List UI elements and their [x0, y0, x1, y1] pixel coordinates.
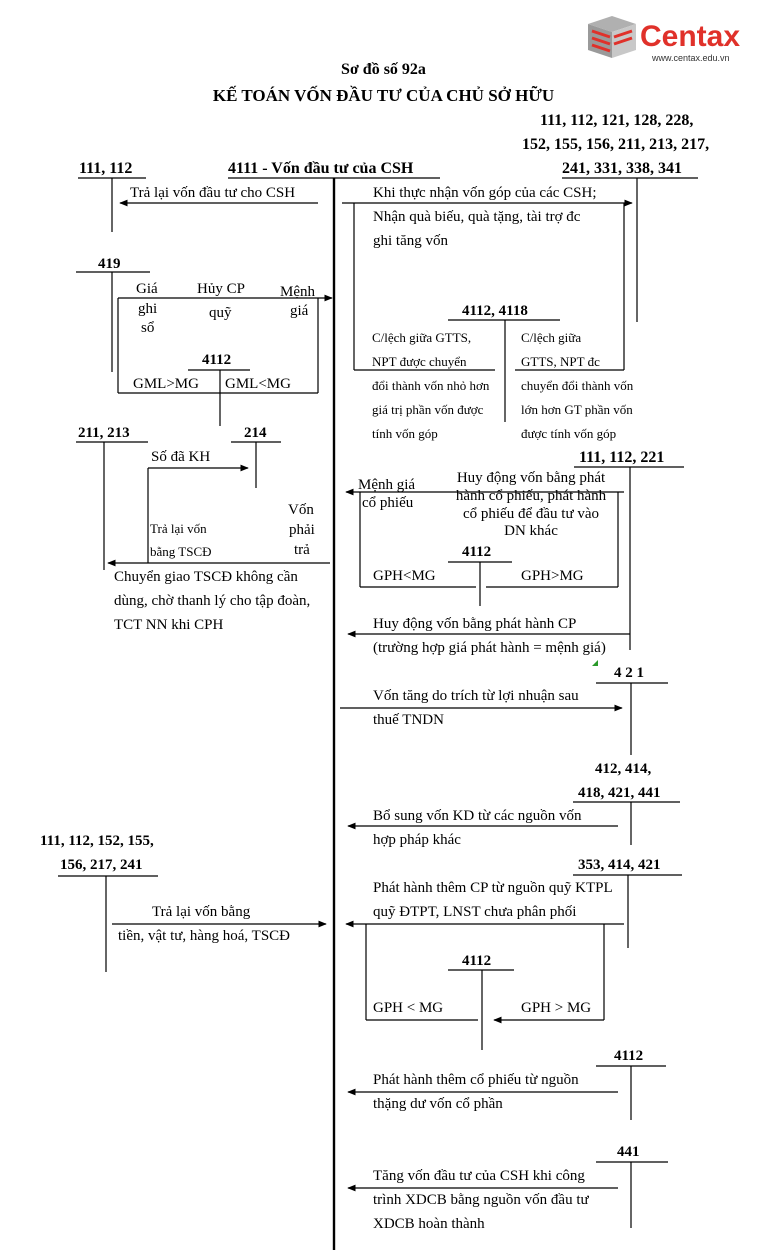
label-thang-du-2: thặng dư vốn cổ phần: [373, 1096, 503, 1112]
label-clech-b-5: được tính vốn góp: [521, 426, 617, 441]
label-bo-sung-2: hợp pháp khác: [373, 832, 461, 848]
label-clech-b-1: C/lệch giữa: [521, 330, 582, 345]
cell-marker-icon: [592, 660, 598, 666]
label-clech-b-4: lớn hơn GT phần vốn: [521, 402, 633, 417]
label-von-phai-tra-2: phải: [289, 522, 315, 538]
label-gph-lt-mg: GPH<MG: [373, 568, 436, 584]
label-gph-lt-mg2: GPH < MG: [373, 1000, 444, 1016]
label-thang-du-1: Phát hành thêm cổ phiếu từ nguồn: [373, 1072, 579, 1088]
account-111-112-221: 111, 112, 221: [579, 449, 665, 466]
account-left-big-line2: 156, 217, 241: [60, 857, 143, 873]
logo-url: www.centax.edu.vn: [652, 53, 730, 63]
label-clech-a-5: tính vốn góp: [372, 426, 438, 441]
label-tra-lai-von: Trả lại vốn đầu tư cho CSH: [130, 185, 296, 201]
label-clech-a-2: NPT được chuyển: [372, 354, 467, 369]
label-huy-dong-dn-1: Huy động vốn bằng phát: [456, 470, 606, 486]
label-chuyen-giao-1: Chuyển giao TSCĐ không cần: [114, 569, 298, 585]
label-gia: Giá: [136, 281, 158, 297]
label-so: sổ: [141, 320, 155, 336]
diagram-title: KẾ TOÁN VỐN ĐẦU TƯ CỦA CHỦ SỞ HỮU: [212, 86, 555, 105]
centax-logo-icon: [588, 16, 636, 58]
account-412-414-line2: 418, 421, 441: [578, 785, 661, 801]
account-412-414-line1: 412, 414,: [595, 761, 652, 777]
label-huy-cp: Hủy CP: [197, 281, 245, 297]
label-chuyen-giao-2: dùng, chờ thanh lý cho tập đoàn,: [114, 593, 311, 609]
label-von-tang-1: Vốn tăng do trích từ lợi nhuận sau: [373, 688, 579, 704]
account-4111: 4111 - Vốn đầu tư của CSH: [228, 160, 414, 177]
label-tra-lai-tscd-2: bằng TSCĐ: [150, 544, 212, 559]
label-gph-gt-mg: GPH>MG: [521, 568, 584, 584]
account-4112-a: 4112: [202, 352, 232, 368]
label-clech-a-4: giá trị phần vốn được: [372, 402, 484, 417]
account-419: 419: [98, 256, 121, 272]
account-4112-4118: 4112, 4118: [462, 303, 528, 319]
account-left-big-line1: 111, 112, 152, 155,: [40, 833, 154, 849]
label-xdcb-2: trình XDCB bằng nguồn vốn đầu tư: [373, 1192, 589, 1208]
account-4112-c: 4112: [462, 953, 492, 969]
account-top-right-1: 111, 112, 121, 128, 228,: [540, 112, 694, 129]
label-phat-hanh-quy-1: Phát hành thêm CP từ nguồn quỹ KTPL: [373, 880, 613, 896]
account-4112-d: 4112: [614, 1048, 644, 1064]
label-xdcb-3: XDCB hoàn thành: [373, 1216, 485, 1232]
account-421: 4 2 1: [614, 665, 644, 681]
label-huy-dong-cp-1: Huy động vốn bằng phát hành CP: [373, 616, 577, 632]
label-gml-lt-mg: GML<MG: [225, 376, 291, 392]
account-4112-b: 4112: [462, 544, 492, 560]
label-huy-dong-dn-2: hành cổ phiếu, phát hành: [455, 488, 607, 504]
label-clech-a-1: C/lệch giữa GTTS,: [372, 330, 472, 345]
account-111-112: 111, 112: [79, 160, 133, 177]
account-top-right-3: 241, 331, 338, 341: [562, 160, 682, 177]
account-top-right-2: 152, 155, 156, 211, 213, 217,: [522, 136, 710, 153]
label-gph-gt-mg2: GPH > MG: [521, 1000, 592, 1016]
label-khi-thuc-nhan-3: ghi tăng vốn: [373, 233, 448, 249]
label-so-da-kh: Số đã KH: [151, 449, 211, 465]
label-tra-lai-bang-1: Trả lại vốn bằng: [152, 904, 251, 920]
label-von-tang-2: thuế TNDN: [373, 712, 444, 728]
label-gml-gt-mg: GML>MG: [133, 376, 199, 392]
label-tra-lai-tscd-1: Trả lại vốn: [150, 521, 207, 536]
label-von-phai-tra-1: Vốn: [288, 502, 314, 518]
label-menh-gia-cp-1: Mệnh giá: [358, 477, 416, 493]
label-gia2: giá: [290, 303, 309, 319]
label-clech-b-2: GTTS, NPT đc: [521, 354, 600, 369]
label-menh: Mệnh: [280, 284, 315, 300]
label-huy-dong-dn-3: cổ phiếu để đầu tư vào: [462, 506, 599, 522]
label-khi-thuc-nhan-1: Khi thực nhận vốn góp của các CSH;: [373, 185, 597, 201]
label-von-phai-tra-3: trả: [294, 542, 310, 558]
label-menh-gia-cp-2: cổ phiếu: [362, 495, 414, 511]
diagram-number: Sơ đồ số 92a: [341, 61, 426, 78]
logo-name: Centax: [640, 20, 741, 53]
label-khi-thuc-nhan-2: Nhận quà biếu, quà tặng, tài trợ đc: [373, 209, 581, 225]
label-quy: quỹ: [209, 305, 232, 321]
account-211-213: 211, 213: [78, 425, 130, 441]
account-353-414-421: 353, 414, 421: [578, 857, 661, 873]
label-chuyen-giao-3: TCT NN khi CPH: [114, 617, 224, 633]
label-tra-lai-bang-2: tiền, vật tư, hàng hoá, TSCĐ: [118, 928, 291, 944]
label-ghi: ghi: [138, 301, 158, 317]
label-huy-dong-cp-2: (trường hợp giá phát hành = mệnh giá): [373, 640, 606, 656]
label-clech-b-3: chuyển đổi thành vốn: [521, 378, 634, 393]
label-phat-hanh-quy-2: quỹ ĐTPT, LNST chưa phân phối: [373, 904, 577, 920]
account-441: 441: [617, 1144, 640, 1160]
label-xdcb-1: Tăng vốn đầu tư của CSH khi công: [373, 1168, 585, 1184]
label-huy-dong-dn-4: DN khác: [504, 523, 558, 539]
account-214: 214: [244, 425, 267, 441]
label-bo-sung-1: Bổ sung vốn KD từ các nguồn vốn: [373, 808, 582, 824]
label-clech-a-3: đổi thành vốn nhỏ hơn: [372, 378, 490, 393]
